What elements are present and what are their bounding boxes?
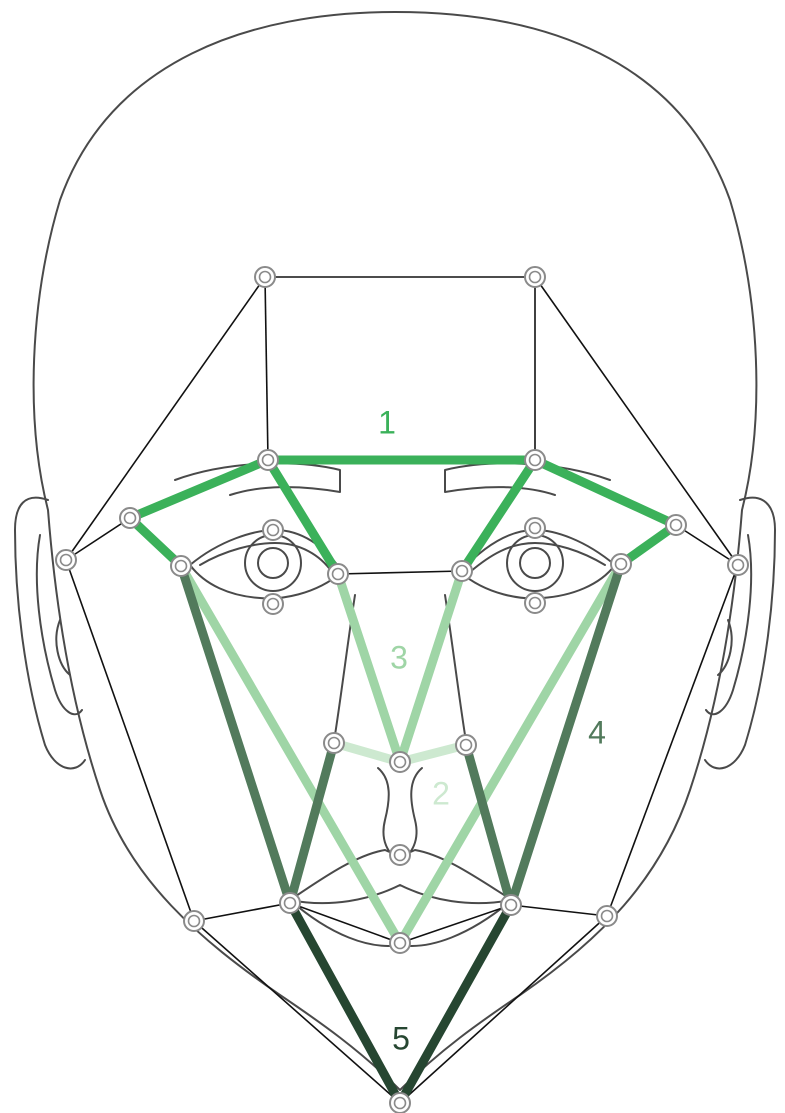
landmark-node bbox=[456, 735, 476, 755]
landmark-node bbox=[452, 561, 472, 581]
landmark-node bbox=[597, 906, 617, 926]
landmark-node bbox=[184, 911, 204, 931]
landmark-node bbox=[120, 508, 140, 528]
landmark-node bbox=[525, 450, 545, 470]
landmark-node bbox=[56, 550, 76, 570]
label-4: 4 bbox=[588, 714, 606, 750]
proportion-line-1 bbox=[130, 460, 676, 574]
landmark-node bbox=[258, 450, 278, 470]
label-1: 1 bbox=[378, 404, 396, 440]
landmark-node bbox=[525, 518, 545, 538]
landmark-node bbox=[666, 515, 686, 535]
landmark-node bbox=[611, 554, 631, 574]
landmark-node bbox=[263, 594, 283, 614]
landmark-node bbox=[728, 555, 748, 575]
landmark-node bbox=[390, 933, 410, 953]
landmark-node bbox=[255, 267, 275, 287]
landmark-nodes bbox=[56, 267, 748, 1113]
landmark-node bbox=[324, 733, 344, 753]
label-3: 3 bbox=[390, 639, 408, 675]
landmark-node bbox=[280, 893, 300, 913]
guide-lines bbox=[66, 277, 738, 1103]
landmark-node bbox=[390, 845, 410, 865]
landmark-node bbox=[390, 752, 410, 772]
landmark-node bbox=[171, 556, 191, 576]
landmark-node bbox=[390, 1093, 410, 1113]
label-5: 5 bbox=[392, 1020, 410, 1056]
landmark-node bbox=[501, 895, 521, 915]
landmark-node bbox=[328, 564, 348, 584]
landmark-node bbox=[525, 593, 545, 613]
label-2: 2 bbox=[432, 775, 450, 811]
landmark-node bbox=[263, 520, 283, 540]
landmark-node bbox=[525, 267, 545, 287]
